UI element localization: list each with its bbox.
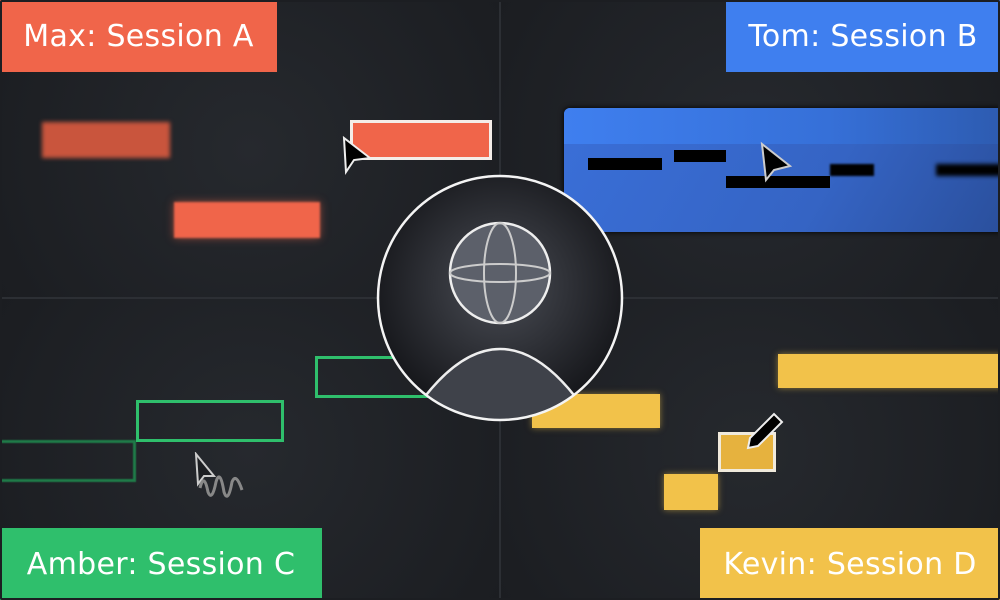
pencil-icon: [746, 412, 784, 450]
session-d-block: [664, 474, 718, 510]
session-c-label: Amber: Session C: [0, 528, 322, 600]
user-avatar-icon: [376, 174, 624, 422]
session-a-label: Max: Session A: [0, 0, 277, 72]
cursor-icon: [760, 141, 793, 183]
session-d-label: Kevin: Session D: [700, 528, 1000, 600]
session-a-block: [42, 122, 170, 158]
session-b-panel: [564, 108, 1000, 232]
session-a-block: [174, 202, 320, 238]
session-c-block: [136, 400, 284, 442]
session-d-block: [778, 354, 1000, 388]
cursor-with-scribble-icon: [194, 452, 244, 498]
session-b-label: Tom: Session B: [726, 0, 1000, 72]
session-c-block: [0, 440, 136, 482]
cursor-icon: [342, 136, 373, 176]
session-a-selected-block[interactable]: [350, 120, 492, 160]
